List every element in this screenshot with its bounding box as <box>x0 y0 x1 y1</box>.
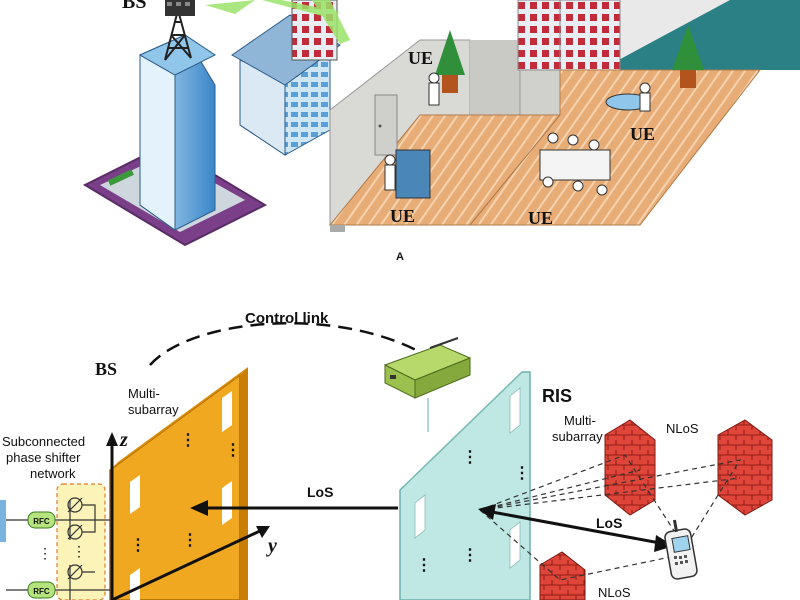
network-label-line3: network <box>30 466 76 481</box>
svg-text:⋮: ⋮ <box>180 432 196 449</box>
svg-text:⋮: ⋮ <box>182 532 198 549</box>
nlos-bottom-label: NLoS <box>598 585 631 600</box>
panel-a-caption: A <box>396 251 404 263</box>
rfc-label-1: RFC <box>33 517 50 526</box>
y-axis-label: y <box>266 535 277 557</box>
svg-text:⋮: ⋮ <box>416 557 432 574</box>
control-link-arc <box>149 322 421 366</box>
svg-text:⋮: ⋮ <box>462 449 478 466</box>
ris-label: RIS <box>542 386 572 406</box>
z-axis-label: z <box>119 429 128 451</box>
panel-a-scene: BS <box>82 0 800 263</box>
bs-multi-line2: subarray <box>128 402 179 417</box>
nlos-paths <box>479 454 742 581</box>
bs-multi-line1: Multi- <box>128 386 160 401</box>
office-building <box>231 0 341 156</box>
network-label-line1: Subconnected <box>2 434 85 449</box>
los-right-label: LoS <box>596 515 622 531</box>
coordinate-axes <box>106 432 270 600</box>
network-label-line2: phase shifter <box>6 450 81 465</box>
phase-shifter-network: RFC RFC ⋮ ⋮ <box>0 483 110 600</box>
ue-phone <box>664 519 698 580</box>
nlos-top-label: NLoS <box>666 421 699 436</box>
svg-text:⋮: ⋮ <box>130 537 146 554</box>
control-link-label: Control link <box>245 310 329 327</box>
svg-text:⋮: ⋮ <box>514 465 530 482</box>
los-left-label: LoS <box>307 484 333 500</box>
ue-label-4: UE <box>528 208 553 228</box>
panel-b-scene: Control link ⋮ ⋮ ⋮ ⋮ BS M <box>0 310 773 600</box>
ue-label-1: UE <box>408 48 433 68</box>
ue-label-3: UE <box>390 206 415 226</box>
bs-array-panel: ⋮ ⋮ ⋮ ⋮ <box>109 367 248 600</box>
brick-wall-1 <box>604 419 656 516</box>
panel-a-bs-label: BS <box>122 0 146 13</box>
los-link-right <box>478 504 674 552</box>
bs-tower <box>138 0 216 231</box>
ris-multi-line1: Multi- <box>564 413 596 428</box>
ris-array-panel: ⋮ ⋮ ⋮ ⋮ <box>399 364 531 600</box>
svg-text:⋮: ⋮ <box>225 442 241 459</box>
rfc-label-2: RFC <box>33 587 50 596</box>
panel-b-bs-label: BS <box>95 359 117 379</box>
svg-text:⋮: ⋮ <box>38 545 52 561</box>
ris-multi-line2: subarray <box>552 429 603 444</box>
ris-controller <box>383 337 472 399</box>
brick-wall-2 <box>717 419 773 516</box>
svg-text:⋮: ⋮ <box>462 547 478 564</box>
svg-text:⋮: ⋮ <box>72 543 86 559</box>
ue-label-2: UE <box>630 124 655 144</box>
los-link-left <box>190 500 398 516</box>
brick-wall-3 <box>539 551 586 600</box>
indoor-room <box>328 0 800 232</box>
